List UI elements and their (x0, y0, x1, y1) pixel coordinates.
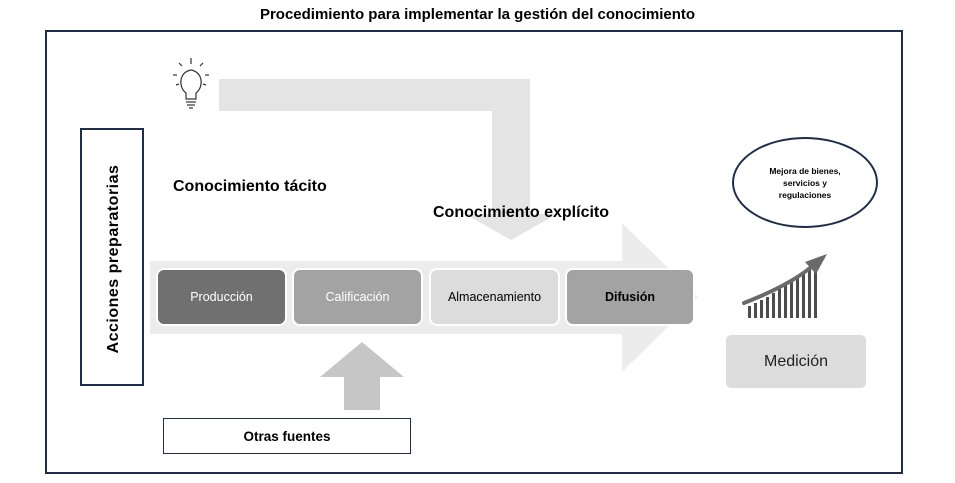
explicit-knowledge-label: Conocimiento explícito (433, 204, 610, 221)
lightbulb-icon (173, 58, 209, 109)
step-almacenamiento: Almacenamiento (429, 268, 560, 326)
preparatory-actions-label: Acciones preparatorias (105, 164, 122, 354)
main-arrow (150, 223, 698, 372)
step-difusion: Difusión (565, 268, 695, 326)
growth-chart-icon (742, 254, 827, 318)
diagram-title: Procedimiento para implementar la gestió… (259, 6, 696, 23)
preparatory-actions-box: Acciones preparatorias (80, 128, 144, 386)
diagram-frame (45, 30, 903, 474)
up-arrow (320, 342, 404, 410)
step-calificacion: Calificación (292, 268, 423, 326)
other-sources-box: Otras fuentes (163, 418, 411, 454)
step-produccion: Producción (156, 268, 287, 326)
bent-arrow (219, 79, 557, 240)
improvement-label: Mejora de bienes, servicios y regulacion… (769, 165, 841, 200)
tacit-knowledge-label: Conocimiento tácito (173, 178, 327, 195)
improvement-ellipse: Mejora de bienes, servicios y regulacion… (732, 137, 878, 228)
measurement-box: Medición (726, 335, 866, 388)
